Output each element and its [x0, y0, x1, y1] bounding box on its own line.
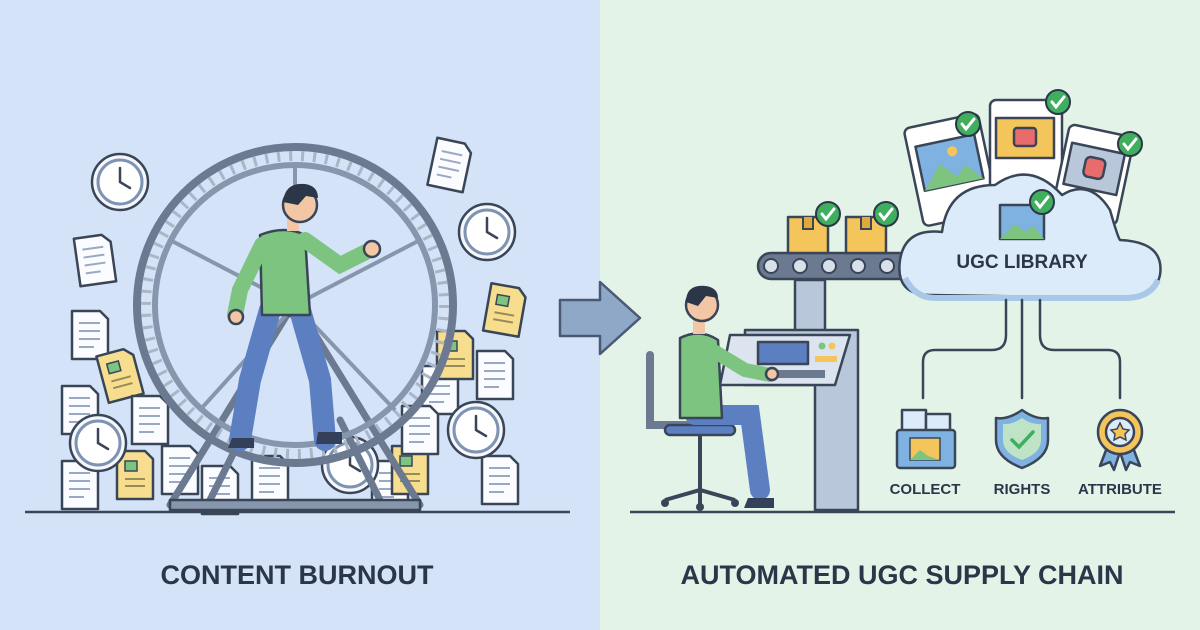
- seated-operator: [646, 285, 780, 511]
- arrow-right-icon: [558, 280, 642, 356]
- step-label: COLLECT: [890, 481, 961, 498]
- clock-icon: [446, 400, 506, 460]
- content-burnout-scene: [25, 136, 570, 516]
- step-collect: COLLECT: [890, 408, 961, 498]
- step-label: RIGHTS: [994, 481, 1051, 498]
- console-screen: [756, 340, 810, 366]
- step-label: ATTRIBUTE: [1078, 481, 1162, 498]
- check-icon: [872, 200, 900, 228]
- check-icon: [1028, 188, 1056, 216]
- ugc-library-cloud: UGC LIBRARY: [898, 173, 1162, 301]
- connector-lines: [921, 298, 1122, 400]
- ugc-cards: [903, 88, 1144, 227]
- cloud-label: UGC LIBRARY: [956, 252, 1088, 273]
- clock-icon: [457, 202, 517, 262]
- conveyor-belt: [756, 200, 920, 342]
- step-rights: RIGHTS: [994, 408, 1051, 498]
- running-person: [227, 183, 382, 451]
- left-title: CONTENT BURNOUT: [161, 560, 434, 590]
- clock-icon: [90, 152, 150, 212]
- automated-scene: UGC LIBRARY COLLECT RIGHTS ATTRIBUTE: [630, 88, 1175, 514]
- check-icon: [814, 200, 842, 228]
- right-title: AUTOMATED UGC SUPPLY CHAIN: [680, 560, 1123, 590]
- check-icon: [954, 110, 982, 138]
- clock-icon: [68, 413, 128, 473]
- step-attribute: ATTRIBUTE: [1078, 408, 1162, 498]
- check-icon: [1116, 130, 1144, 158]
- check-icon: [1044, 88, 1072, 116]
